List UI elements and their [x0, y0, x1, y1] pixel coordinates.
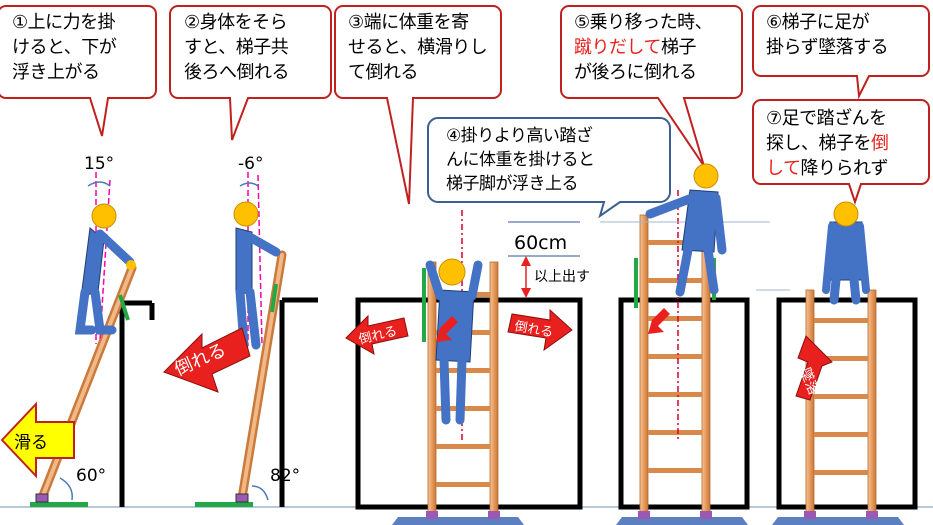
callout-5-line3: が後ろに倒れる — [574, 62, 697, 83]
slide-arrow — [0, 401, 75, 479]
callout-5-text: ⑤乗り移った時、蹴りだして梯子が後ろに倒れる — [574, 10, 713, 85]
person-5 — [822, 201, 870, 305]
callout-5-line1: ⑤乗り移った時、 — [574, 12, 713, 33]
callout-7-line1: ⑦足で踏ざんを 探し、梯子を — [766, 108, 887, 154]
callout-7-red2: して — [766, 158, 801, 179]
fall-arrow-right — [507, 308, 573, 352]
callout-4-text: ④掛りより高い踏ざ んに体重を掛けると 梯子脚が浮き上る — [446, 126, 595, 194]
callout-shape-3 — [334, 5, 502, 205]
measure-note: 以上出す — [534, 269, 590, 285]
person-4 — [600, 163, 770, 440]
callout-5-line2: 梯子 — [660, 37, 697, 58]
callout-6-text: ⑥梯子に足が 掛らず墜落する — [766, 12, 889, 58]
callout-shape-6 — [752, 5, 930, 100]
callout-7-red1: 倒 — [871, 133, 889, 154]
slide-label: 滑る — [14, 433, 48, 453]
person-1 — [74, 172, 136, 344]
callout-shape-4 — [427, 117, 671, 219]
measure-height: 60cm — [514, 232, 568, 254]
callout-7-text: ⑦足で踏ざんを 探し、梯子を倒して降りられず — [766, 106, 889, 181]
callout-2-text: ②身体をそら すと、梯子共 後ろへ倒れる — [184, 12, 290, 83]
callout-1-text: ①上に力を掛 けると、下が 浮き上がる — [12, 12, 117, 83]
callout-shape-7 — [752, 99, 930, 206]
callout-3-text: ③端に体重を寄 せると、横滑りし て倒れる — [348, 12, 488, 83]
ladder-2 — [235, 250, 287, 503]
fall-arrow-down — [795, 335, 833, 401]
callout-shape-1 — [0, 5, 157, 137]
fall-arrow-big — [163, 327, 251, 393]
angle-label-2-bottom: 82° — [270, 466, 301, 486]
ladder-5 — [756, 289, 878, 519]
ladder-1 — [35, 263, 137, 503]
person-2 — [233, 172, 281, 350]
callout-shape-2 — [169, 5, 332, 141]
person-3 — [425, 210, 483, 440]
fall-label-right: 倒れる — [513, 319, 554, 341]
ladder-4 — [634, 214, 716, 519]
angle-label-1-bottom: 60° — [76, 466, 107, 486]
fall-arrow-left — [345, 314, 409, 355]
callout-7-line3: 降りられず — [800, 158, 888, 179]
angle-label-1-top: 15° — [84, 154, 115, 174]
callout-5-red: 蹴りだして — [574, 37, 661, 58]
angle-label-2-top: -6° — [238, 154, 264, 174]
callout-shape-5 — [560, 5, 743, 167]
